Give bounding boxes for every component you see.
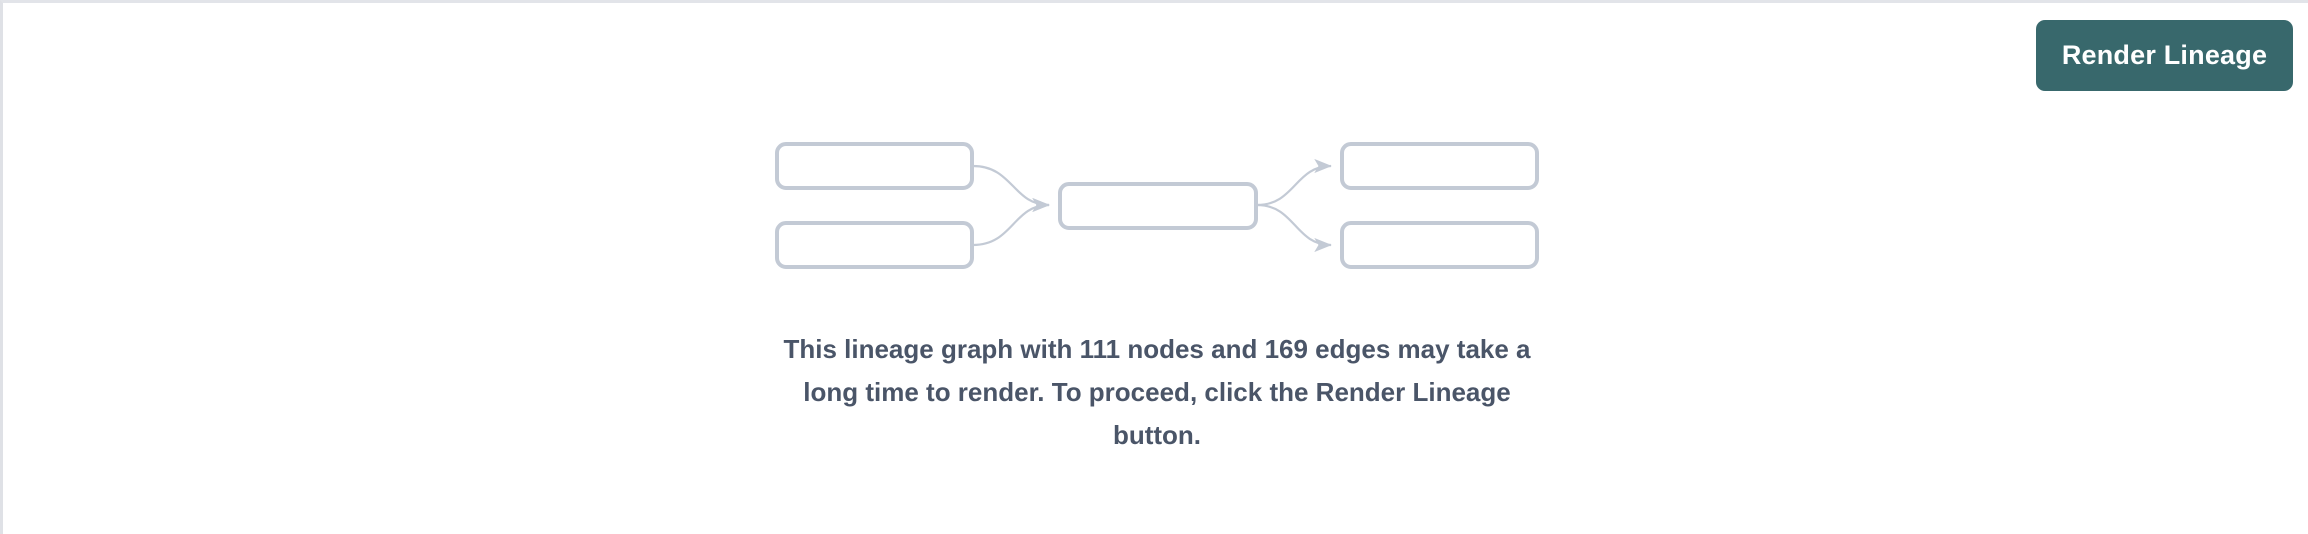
graph-node-source-top (775, 142, 974, 190)
lineage-warning-message: This lineage graph with 111 nodes and 16… (783, 334, 1531, 450)
render-lineage-button[interactable]: Render Lineage (2036, 20, 2293, 91)
edge-center-to-target-bottom (1256, 203, 1332, 253)
edge-center-to-target-top (1256, 158, 1332, 207)
graph-node-target-top (1340, 142, 1539, 190)
graph-node-source-bottom (775, 221, 974, 269)
graph-node-center (1058, 182, 1258, 230)
graph-node-target-bottom (1340, 221, 1539, 269)
edge-source-top-to-center (972, 164, 1050, 213)
edge-source-bottom-to-center (972, 197, 1050, 247)
